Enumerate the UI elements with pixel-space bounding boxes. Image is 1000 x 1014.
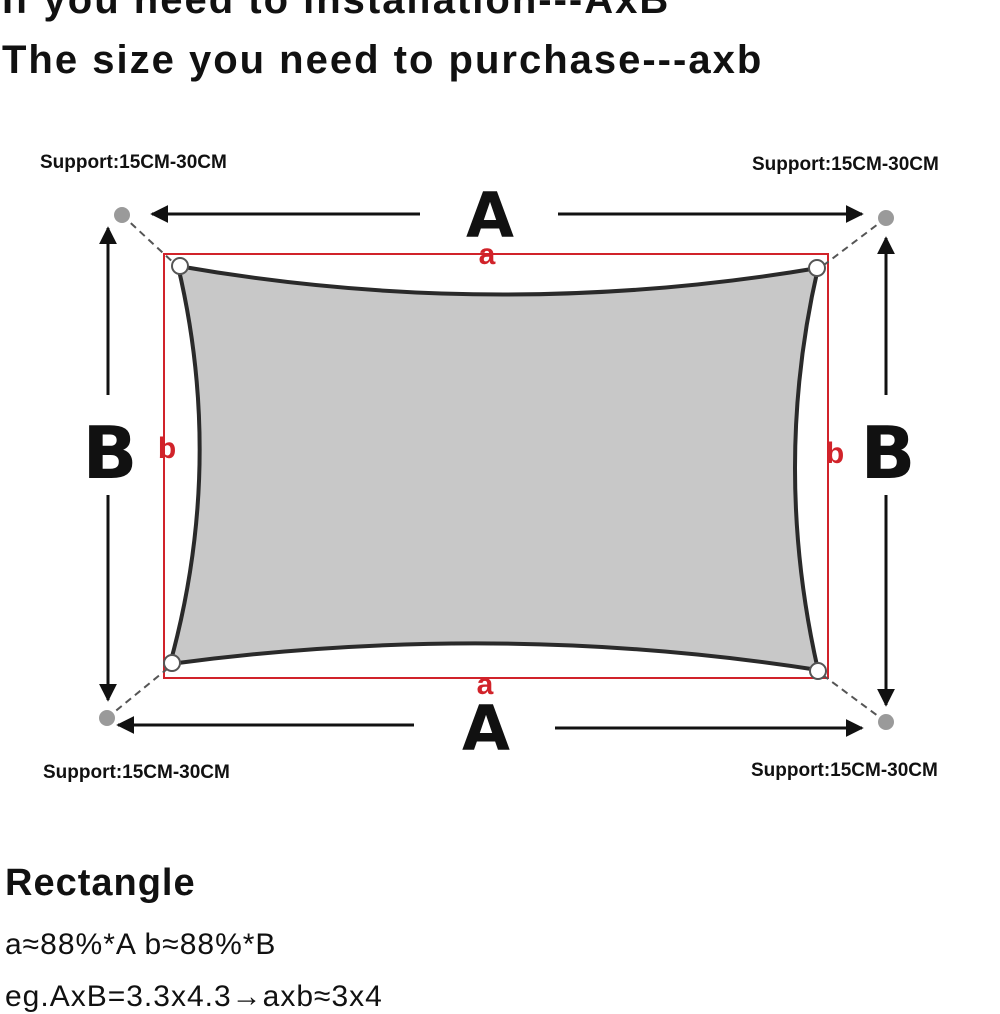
support-label-top-right: Support:15CM-30CM xyxy=(752,154,939,175)
size-formula: a≈88%*A b≈88%*B xyxy=(5,928,277,961)
support-point-bottom-right xyxy=(878,714,894,730)
d-ring-top-left xyxy=(171,257,189,275)
size-example: eg.AxB=3.3x4.3→axb≈3x4 xyxy=(5,980,383,1013)
support-point-top-left xyxy=(114,207,130,223)
shape-title: Rectangle xyxy=(5,862,196,904)
label-install-height-right: B xyxy=(861,411,916,495)
support-label-bottom-left: Support:15CM-30CM xyxy=(43,762,230,783)
label-install-height-left: B xyxy=(83,411,138,495)
label-purchase-width-top: a xyxy=(479,238,496,271)
support-point-top-right xyxy=(878,210,894,226)
support-lines xyxy=(106,214,887,723)
d-ring-bottom-left xyxy=(163,654,181,672)
label-purchase-width-bottom: a xyxy=(477,668,494,701)
label-purchase-height-right: b xyxy=(826,437,844,470)
install-size-heading: If you need to installation---AxB xyxy=(2,0,671,22)
support-label-bottom-right: Support:15CM-30CM xyxy=(751,760,938,781)
label-purchase-height-left: b xyxy=(158,432,176,465)
purchase-size-heading: The size you need to purchase---axb xyxy=(2,38,764,82)
d-ring-top-right xyxy=(808,259,826,277)
label-install-width-top: A xyxy=(466,179,514,252)
d-ring-bottom-right xyxy=(809,662,827,680)
purchase-size-outline xyxy=(163,253,829,679)
support-point-bottom-left xyxy=(99,710,115,726)
shade-sail xyxy=(167,263,821,673)
support-label-top-left: Support:15CM-30CM xyxy=(40,152,227,173)
label-install-width-bottom: A xyxy=(462,692,510,765)
